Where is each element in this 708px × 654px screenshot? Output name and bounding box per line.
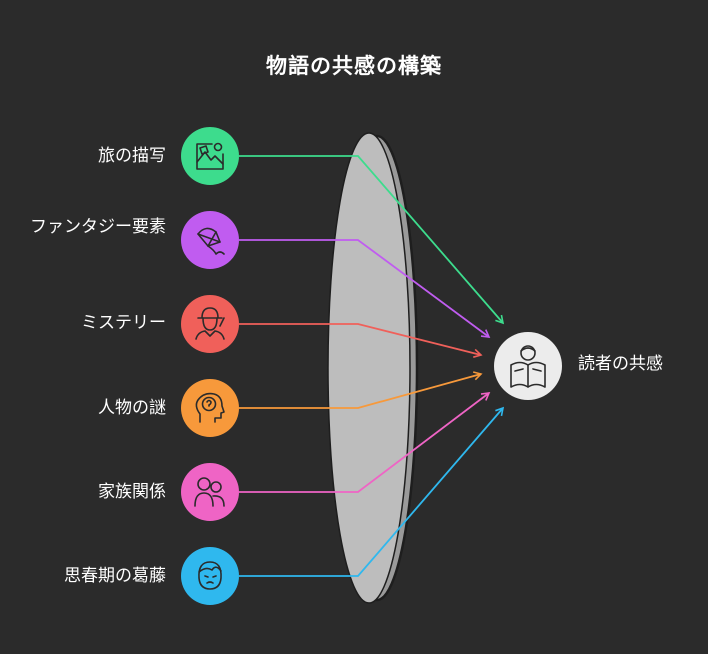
output-label: 読者の共感: [578, 354, 663, 374]
kite-icon: [197, 227, 225, 255]
input-nodes: [181, 127, 239, 605]
input-label-character-mystery: 人物の謎: [98, 398, 166, 418]
input-label-adolescence: 思春期の葛藤: [64, 566, 166, 586]
input-node-circle: [181, 463, 239, 521]
input-node-circle: [181, 295, 239, 353]
output-node: [494, 332, 562, 400]
connector-line: [239, 371, 483, 409]
family-icon: [194, 477, 225, 507]
input-label-mystery: ミステリー: [81, 313, 166, 333]
lens: [327, 132, 419, 604]
input-label-fantasy: ファンタジー要素: [30, 217, 166, 237]
landscape-map-icon: [196, 142, 224, 170]
teen-face-icon: [198, 561, 222, 590]
head-question-icon: [195, 392, 225, 423]
input-node-circle: [181, 211, 239, 269]
diagram-title: 物語の共感の構築: [266, 54, 442, 78]
input-label-family: 家族関係: [98, 482, 166, 502]
input-label-journey: 旅の描写: [98, 146, 166, 166]
detective-icon: [195, 307, 225, 340]
input-node: [181, 127, 239, 185]
input-node-circle: [181, 127, 239, 185]
input-node: [181, 211, 239, 269]
input-node: [181, 295, 239, 353]
input-node: [181, 379, 239, 437]
connector-line: [239, 239, 491, 338]
input-node: [181, 463, 239, 521]
connector-line: [239, 323, 483, 358]
input-node-circle: [181, 379, 239, 437]
connector-line: [239, 392, 491, 493]
input-node: [181, 547, 239, 605]
input-node-circle: [181, 547, 239, 605]
connector-line: [239, 406, 505, 577]
connector-lines: [239, 155, 505, 577]
reader-book-icon: [510, 345, 546, 388]
connector-line: [239, 155, 505, 325]
